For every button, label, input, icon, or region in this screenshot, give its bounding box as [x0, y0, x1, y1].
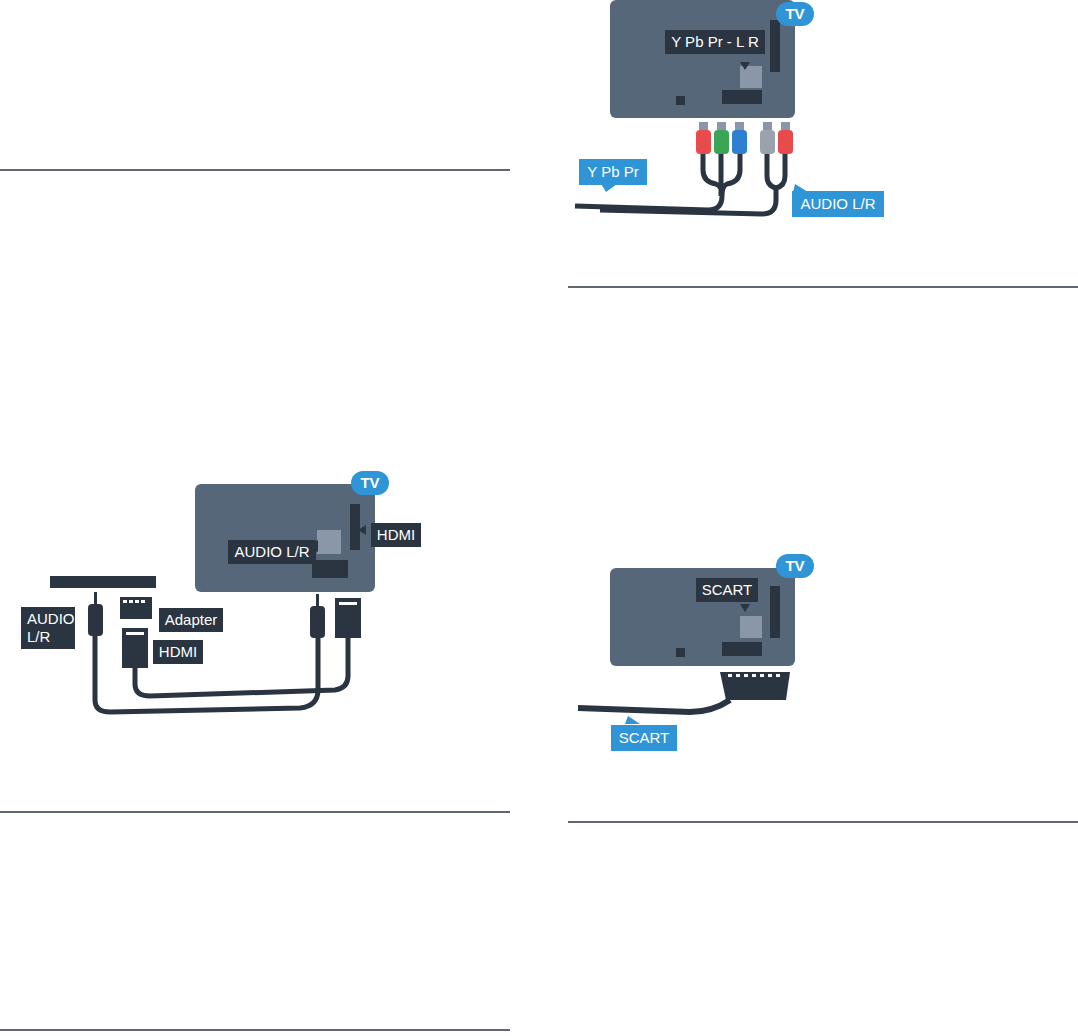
label-text: Y Pb Pr [587, 163, 638, 181]
port-tag: AUDIO L/R [228, 540, 315, 564]
port-tag: SCART [696, 578, 759, 602]
tag-pointers [308, 525, 366, 552]
cable-tag: Y Pb Pr [579, 159, 646, 185]
label-text: TV [785, 5, 804, 23]
tv-badge: TV [351, 471, 388, 495]
rca-plugs [696, 122, 793, 154]
label-text: AUDIO L/R [800, 195, 875, 213]
tag-pointer [625, 716, 640, 724]
cables [95, 636, 348, 712]
port-tag: HDMI [371, 523, 421, 547]
cable-tag: SCART [611, 725, 678, 751]
label-text: HDMI [159, 643, 197, 661]
cables [575, 154, 785, 214]
port-tag: Y Pb Pr - L R [665, 30, 765, 54]
adapter-tag: Adapter [159, 608, 224, 632]
label-text: TV [360, 474, 379, 492]
cable-tag: AUDIO L/R [792, 191, 883, 217]
tv-panel [610, 568, 795, 666]
tv-badge: TV [776, 2, 813, 26]
label-text: AUDIO L/R [234, 543, 309, 561]
tag-pointer [740, 604, 750, 612]
tv-panel [610, 0, 795, 118]
label-text: SCART [702, 581, 753, 599]
label-text: AUDIO L/R [27, 610, 69, 646]
tv-badge: TV [776, 554, 813, 578]
tv-panel [195, 484, 375, 592]
scart-plug [578, 672, 790, 712]
device-port-tag: AUDIO L/R [21, 607, 75, 649]
label-text: TV [785, 557, 804, 575]
label-text: Y Pb Pr - L R [671, 33, 759, 51]
label-text: SCART [619, 729, 670, 747]
cable-tag: HDMI [153, 640, 203, 664]
label-text: Adapter [165, 611, 218, 629]
label-text: HDMI [377, 526, 415, 544]
tag-pointer [740, 62, 750, 70]
divider-lines [0, 170, 1078, 1030]
